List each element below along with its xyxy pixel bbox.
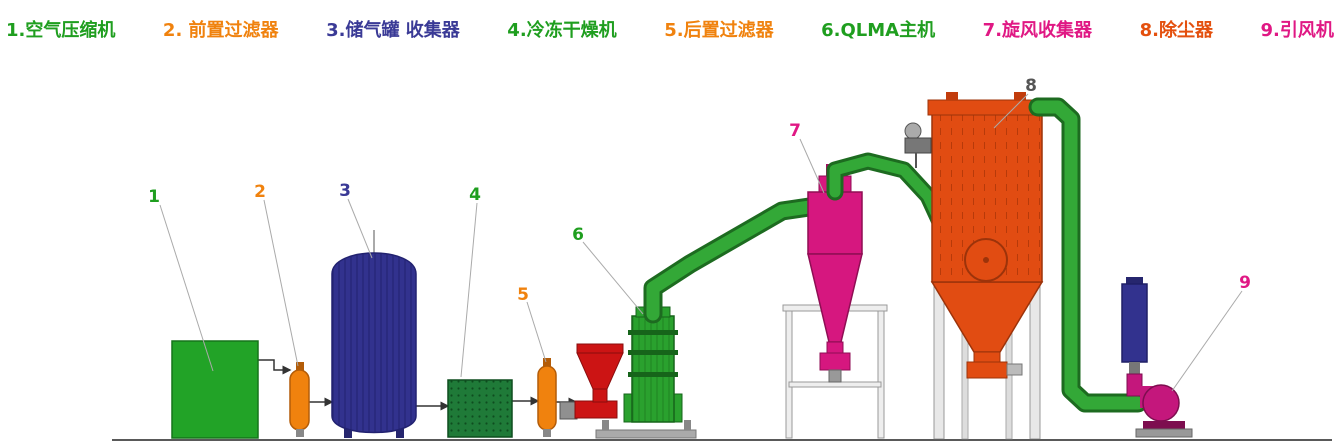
legend-item-9: 9.引风机	[1260, 20, 1334, 41]
leader-3	[347, 198, 373, 259]
feeder-tube	[574, 400, 618, 419]
legend-item-1: 1.空气压缩机	[6, 20, 116, 41]
hopper-neck	[592, 388, 608, 403]
silencer-body	[1121, 283, 1148, 363]
pulse-valve-instrument	[904, 122, 932, 168]
mill-base-leg-right	[684, 420, 691, 430]
callout-number-6: 6	[572, 225, 584, 245]
feeder-motor	[559, 401, 578, 420]
legend: 1.空气压缩机 2. 前置过滤器 3.储气罐 收集器 4.冷冻干燥机 5.后置过…	[0, 16, 1340, 42]
callout-number-3: 3	[339, 181, 351, 201]
dust-top-nub-right	[1014, 92, 1026, 100]
dust-leg-outer-left	[933, 281, 945, 440]
legend-item-2: 2. 前置过滤器	[162, 20, 279, 41]
cyclone-discharge-neck	[826, 341, 844, 354]
leader-4	[460, 202, 478, 378]
equipment-4-freeze-dryer	[447, 379, 513, 438]
equipment-6-qlma-mill	[559, 299, 697, 439]
pipe-compressor-to-prefilter	[258, 359, 292, 375]
dust-cone	[930, 281, 1044, 353]
tank-shell	[331, 252, 417, 434]
mill-flange-3	[628, 372, 678, 377]
equipment-2-pre-filter	[289, 362, 310, 437]
legend-item-6: 6.QLMA主机	[821, 20, 936, 41]
mill-flange-1	[628, 330, 678, 335]
cyclone-valve-motor	[828, 369, 842, 383]
callout-number-7: 7	[789, 121, 801, 141]
prefilter-foot	[296, 429, 304, 437]
equipment-5-post-filter	[537, 358, 557, 437]
postfilter-body	[537, 365, 557, 431]
pipe-mill-to-cyclone-fill	[646, 199, 823, 321]
pipe-cyclone-to-dust-fill	[829, 155, 946, 228]
leader-1	[159, 204, 214, 372]
equipment-9-induced-draft-fan	[1121, 277, 1193, 438]
pipe-mill-to-cyclone	[643, 196, 826, 324]
legend-item-4: 4.冷冻干燥机	[507, 20, 617, 41]
prefilter-inlet-nub	[296, 362, 304, 372]
dryer-body	[447, 379, 513, 438]
leader-8	[993, 93, 1029, 129]
cyclone-rotary-valve	[819, 352, 851, 371]
dust-rotary-valve	[966, 361, 1008, 379]
callout-number-4: 4	[469, 185, 481, 205]
compressor-body	[171, 340, 259, 439]
leader-7	[799, 138, 825, 194]
callout-number-8: 8	[1025, 76, 1037, 96]
dust-leg-outer-right	[1029, 281, 1041, 440]
instrument-head	[904, 122, 922, 140]
dust-discharge-neck	[973, 351, 1001, 363]
leader-2	[263, 199, 299, 367]
pipe-dust-to-fan-fill	[1031, 100, 1145, 410]
cyclone-stand-leg-right	[877, 310, 885, 439]
equipment-8-dust-collector	[904, 92, 1047, 440]
silencer-top-cap	[1126, 277, 1143, 285]
instrument-body	[904, 137, 932, 154]
prefilter-body	[289, 369, 310, 431]
leader-6	[582, 241, 644, 315]
fan-ground-pad	[1135, 428, 1193, 438]
callout-number-1: 1	[148, 187, 160, 207]
fan-outlet-duct	[1126, 373, 1143, 397]
legend-item-5: 5.后置过滤器	[664, 20, 774, 41]
cyclone-stand-mid-beam	[788, 381, 882, 388]
cyclone-cone	[807, 253, 863, 343]
callout-number-9: 9	[1239, 273, 1251, 293]
dust-top-nub-left	[946, 92, 958, 100]
equipment-1-air-compressor	[171, 340, 259, 439]
mill-base-plate	[595, 429, 697, 439]
pipe-dust-collector-to-fan	[1028, 97, 1148, 413]
legend-item-7: 7.旋风收集器	[982, 20, 1093, 41]
dust-valve-motor	[1006, 363, 1023, 376]
legend-item-3: 3.储气罐 收集器	[326, 20, 460, 41]
leader-5	[526, 301, 547, 363]
mill-flange-2	[628, 350, 678, 355]
cyclone-stand-leg-left	[785, 310, 793, 439]
dust-manhole-bolt	[983, 257, 989, 263]
hopper-cone	[576, 352, 624, 390]
legend-item-8: 8.除尘器	[1139, 20, 1213, 41]
callout-number-5: 5	[517, 285, 529, 305]
pipe-mill-to-cyclone-outline	[643, 196, 826, 324]
callout-number-2: 2	[254, 182, 266, 202]
pipe-cyclone-to-dust-collector	[826, 152, 949, 231]
mill-base-leg-left	[602, 420, 609, 430]
postfilter-foot	[543, 429, 551, 437]
equipment-3-storage-tank	[331, 230, 417, 438]
cyclone-body	[807, 191, 863, 255]
leader-9	[1171, 290, 1243, 392]
postfilter-inlet-nub	[543, 358, 551, 368]
callout-numbers: 1 2 3 4 5 6 7 8 9	[148, 76, 1251, 305]
fan-scroll	[1142, 384, 1180, 422]
silencer-outlet-stub	[1129, 362, 1140, 376]
hopper-rim	[576, 343, 624, 354]
fan-base	[1143, 421, 1185, 429]
dust-top-cap	[927, 99, 1047, 116]
callout-leader-lines	[159, 93, 1243, 392]
